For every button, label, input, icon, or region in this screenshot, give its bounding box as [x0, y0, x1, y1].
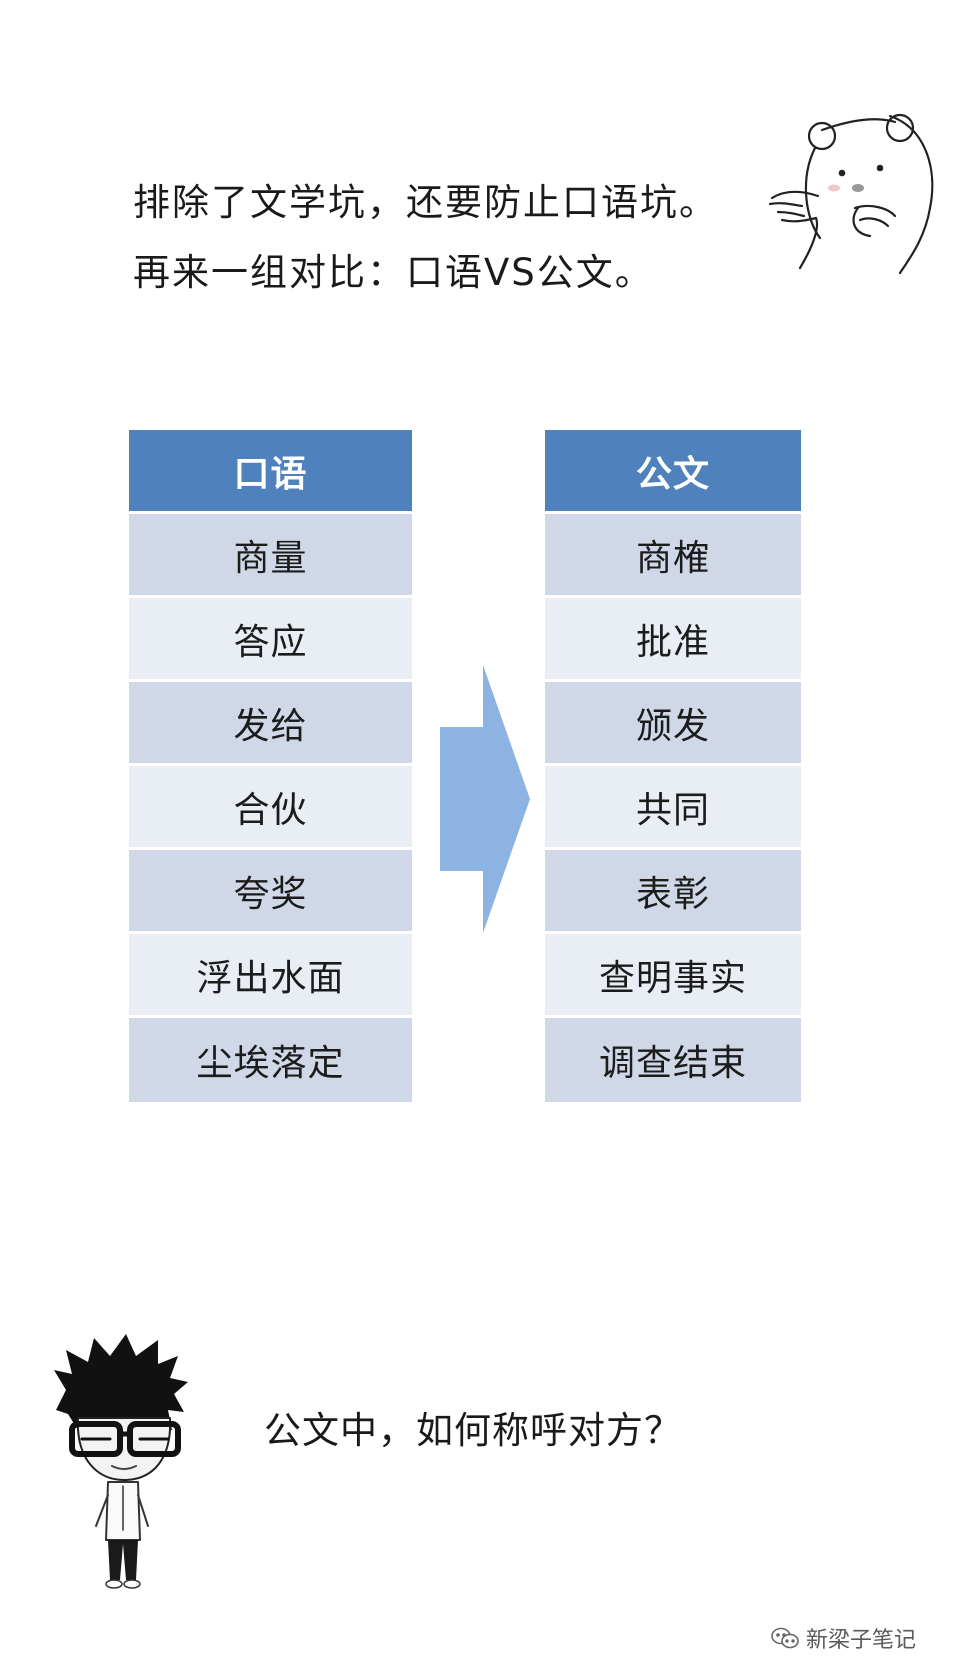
spoken-table-row: 发给 [129, 682, 412, 766]
intro-line-2: 再来一组对比：口语VS公文。 [133, 251, 654, 294]
spoken-table-row: 商量 [129, 514, 412, 598]
official-table-row: 颁发 [545, 682, 801, 766]
official-table-row: 表彰 [545, 850, 801, 934]
spoken-table-row: 尘埃落定 [129, 1018, 412, 1102]
spoken-table-row: 浮出水面 [129, 934, 412, 1018]
spoken-table-row: 夸奖 [129, 850, 412, 934]
wechat-icon [771, 1627, 799, 1649]
official-table-row: 调查结束 [545, 1018, 801, 1102]
intro-line-1: 排除了文学坑，还要防止口语坑。 [133, 181, 718, 224]
question-text: 公文中，如何称呼对方？ [264, 1409, 682, 1452]
official-document-table: 公文 商榷 批准 颁发 共同 表彰 查明事实 调查结束 [545, 430, 801, 1102]
watermark-label: 新梁子笔记 [806, 1628, 917, 1653]
official-table-header: 公文 [545, 430, 801, 514]
cartoon-person-glasses-icon [54, 1334, 188, 1589]
spoken-table-row: 合伙 [129, 766, 412, 850]
official-table-row: 商榷 [545, 514, 801, 598]
bear-pointing-icon [768, 113, 934, 275]
spoken-table-row: 答应 [129, 598, 412, 682]
official-table-row: 查明事实 [545, 934, 801, 1018]
intro-text: 排除了文学坑，还要防止口语坑。 再来一组对比：口语VS公文。 [133, 168, 718, 308]
spoken-table-header: 口语 [129, 430, 412, 514]
spoken-language-table: 口语 商量 答应 发给 合伙 夸奖 浮出水面 尘埃落定 [129, 430, 412, 1102]
watermark: 新梁子笔记 [770, 1622, 916, 1654]
official-table-row: 批准 [545, 598, 801, 682]
right-arrow-icon [440, 665, 530, 933]
official-table-row: 共同 [545, 766, 801, 850]
